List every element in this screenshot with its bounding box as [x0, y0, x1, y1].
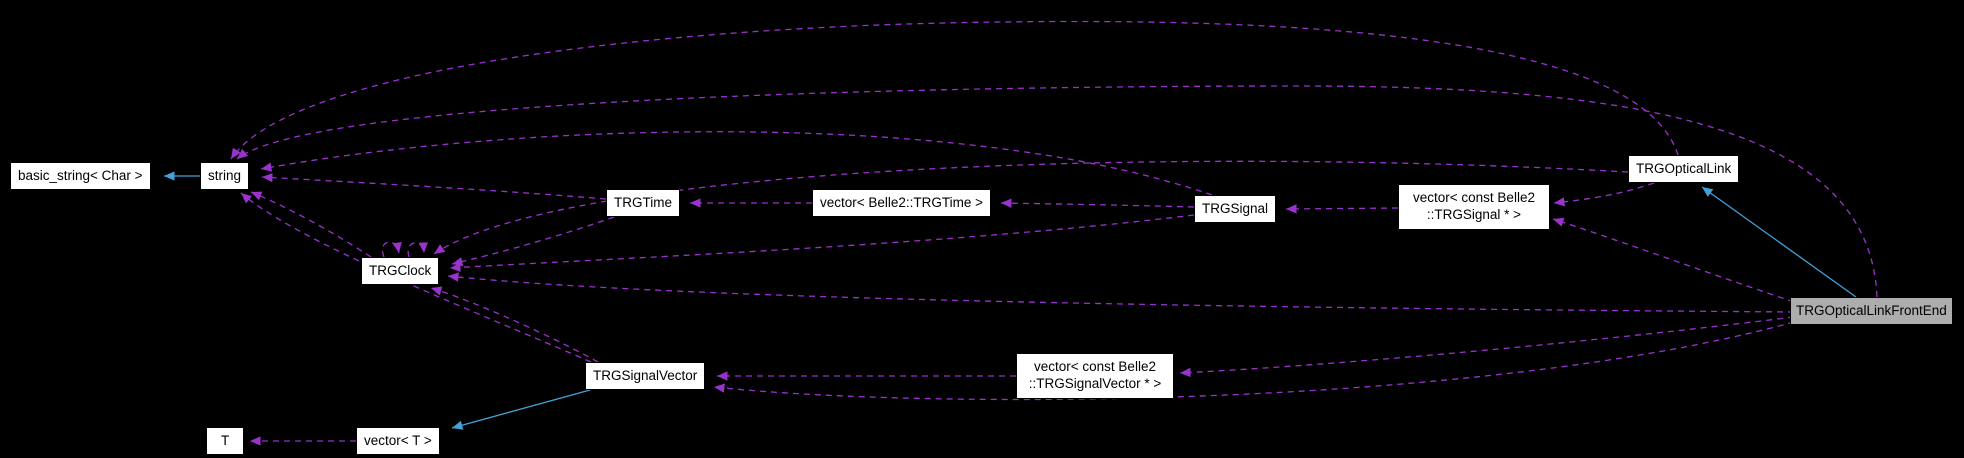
edge-trgsignal-to-string	[260, 131, 1213, 196]
edge-trgopticallink-to-vector_trgsignal_ptr	[1553, 182, 1655, 207]
edge-trgsignalvector-to-trgclock	[430, 286, 599, 363]
node-trgtime[interactable]: TRGTime	[606, 189, 680, 217]
node-vector-trgsignalvector-ptr[interactable]: vector< const Belle2 ::TRGSignalVector *…	[1016, 353, 1174, 399]
edge-trgopticallink-to-string	[230, 20, 1679, 160]
edge-trgopticallink-to-trgclock	[433, 160, 1629, 255]
edge-vector_trgsignal_ptr-to-trgsignal	[1285, 204, 1399, 214]
node-trgclock[interactable]: TRGClock	[361, 257, 440, 285]
edge-trgtime-to-string	[261, 172, 607, 200]
edge-trgsignalvector-to-string	[240, 192, 592, 363]
edge-trgclock-self-loop-1	[381, 241, 402, 258]
node-vector-trgsignal-ptr[interactable]: vector< const Belle2 ::TRGSignal * >	[1398, 184, 1550, 230]
edge-trgsignal-to-vector_trgtime	[1000, 198, 1195, 208]
edge-trgclock-to-string	[250, 191, 372, 258]
node-trgsignal[interactable]: TRGSignal	[1194, 195, 1277, 223]
edge-trgopticallinkfrontend-to-trgopticallink	[1701, 186, 1857, 298]
node-basic-string[interactable]: basic_string< Char >	[10, 162, 151, 190]
edge-trgsignalvector-to-vector_t	[451, 389, 591, 430]
node-trgsignalvector[interactable]: TRGSignalVector	[585, 362, 706, 390]
edge-trgopticallinkfrontend-to-trgclock	[447, 272, 1795, 313]
node-vector-trgtime[interactable]: vector< Belle2::TRGTime >	[812, 189, 992, 217]
node-t[interactable]: T	[206, 427, 245, 455]
node-string[interactable]: string	[200, 162, 250, 190]
edge-trgopticallinkfrontend-to-vector_trgsignalvector_ptr	[1179, 316, 1795, 378]
edge-trgopticallinkfrontend-to-trgsignalvector	[713, 321, 1795, 401]
edge-trgclock-self-loop-2	[407, 242, 428, 258]
node-trgopticallinkfrontend[interactable]: TRGOpticalLinkFrontEnd	[1790, 297, 1953, 325]
node-trgopticallink[interactable]: TRGOpticalLink	[1628, 155, 1740, 183]
edge-trgopticallinkfrontend-to-vector_trgsignal_ptr	[1552, 217, 1795, 303]
edge-trgsignal-to-trgclock	[449, 214, 1195, 273]
node-vector-t[interactable]: vector< T >	[356, 427, 440, 455]
edge-trgopticallinkfrontend-to-string	[236, 85, 1878, 298]
edge-trgtime-to-trgclock	[451, 216, 615, 267]
